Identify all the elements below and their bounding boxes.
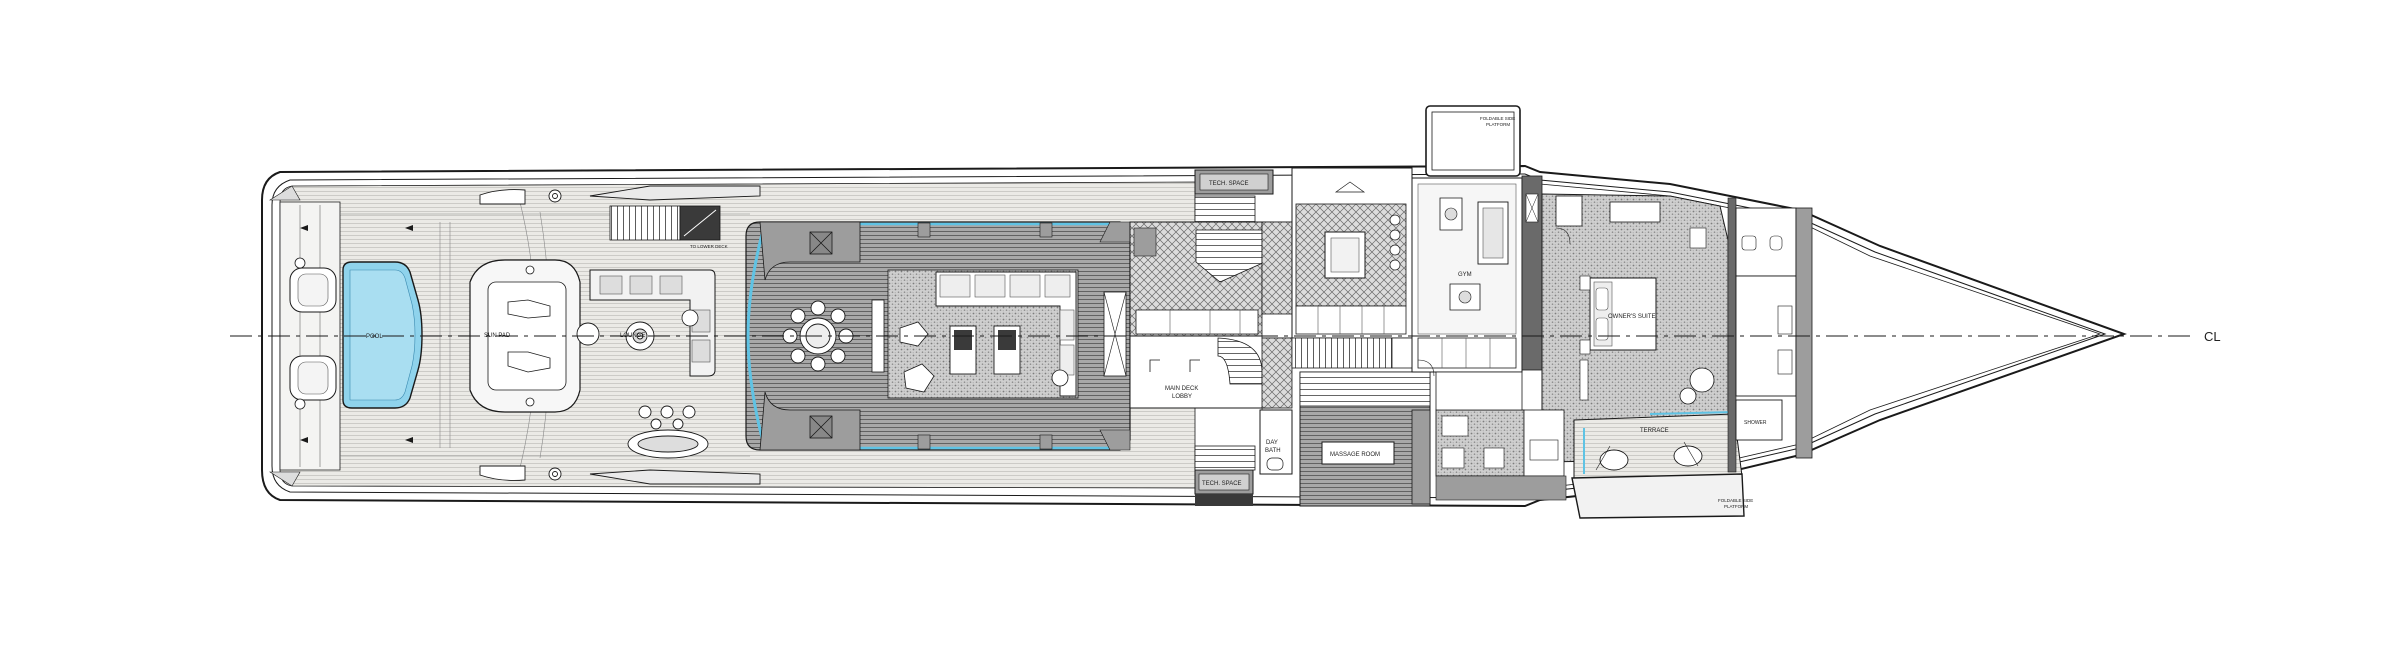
forward-bath: SHOWER [1727,197,1813,473]
terrace-label: TERRACE [1640,428,1669,434]
shower-label: SHOWER [1744,420,1767,426]
gym-label: GYM [1458,272,1472,278]
centerline: CL [230,329,2221,344]
foldable-platform-bottom-label-2: PLATFORM [1724,504,1748,509]
side-fittings [479,185,761,485]
terrace: TERRACE FOLDABLE SIDE PLATFORM [1571,411,1753,519]
foldable-platform-top-label-1: FOLDABLE SIDE [1480,116,1515,121]
tech-space-top-label: TECH. SPACE [1209,181,1249,187]
foldable-platform-bottom-label-1: FOLDABLE SIDE [1718,498,1753,503]
day-bath-label-1: DAY [1266,440,1278,446]
main-deck-lobby-label-1: MAIN DECK [1165,386,1198,392]
pool-area: POOL [289,257,423,410]
stair-to-lower-label: TO LOWER DECK [690,244,728,249]
tech-space-bottom-label: TECH. SPACE [1202,481,1242,487]
deck-arrows [300,225,413,443]
salon-lounge [871,269,1079,399]
lounge-sofa: LOUNGE [589,269,716,377]
owners-suite-label: OWNER'S SUITE [1608,314,1655,320]
aft-deck-furniture [576,321,709,459]
centerline-label: CL [2204,329,2221,344]
salon-aft-glass [746,233,764,439]
main-deck-lobby-label-2: LOBBY [1172,394,1192,400]
owners-suite: OWNER'S SUITE [1541,193,1729,463]
foldable-platform-top: FOLDABLE SIDE PLATFORM [1425,105,1521,177]
deck-edge [271,173,2107,499]
day-bath-label-2: BATH [1265,448,1281,454]
pool-label: POOL [366,334,383,340]
massage-room-label: MASSAGE ROOM [1330,452,1380,458]
owners-bath [1435,371,1567,501]
aft-stair: TO LOWER DECK [609,205,728,249]
gym: GYM [1411,177,1523,377]
foldable-platform-top-label-2: PLATFORM [1486,122,1510,127]
forward-centre: MASSAGE ROOM [1291,167,1431,507]
lounge-label: LOUNGE [620,333,645,339]
centre-interior: TECH. SPACE TECH. SPACE MAIN DECK LOBBY … [1129,169,1293,506]
